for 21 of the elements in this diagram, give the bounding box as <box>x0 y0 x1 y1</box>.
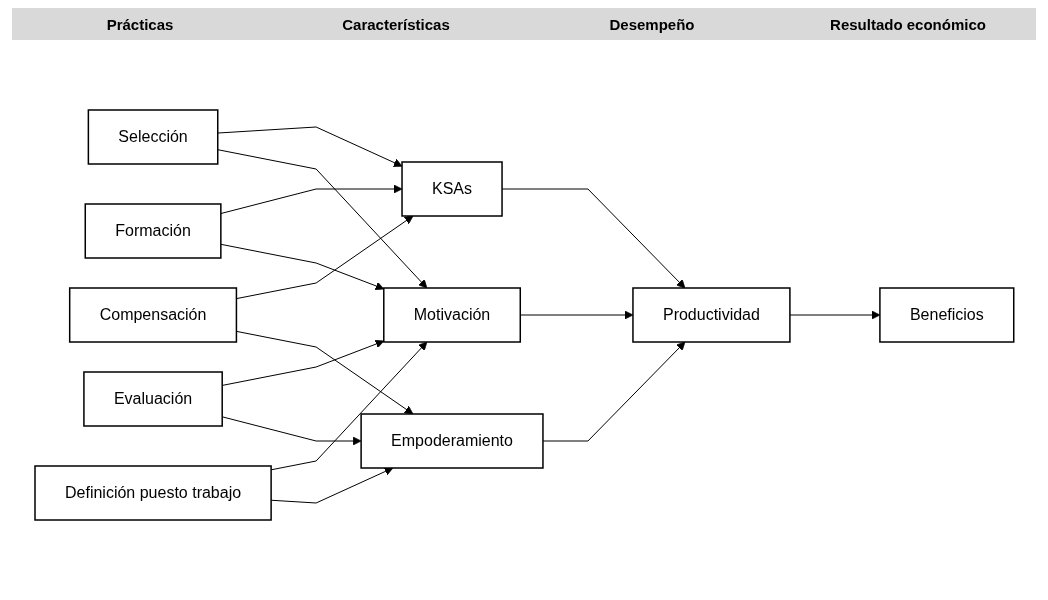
node-box: Formación <box>84 203 222 259</box>
node-box: Definición puesto trabajo <box>33 465 272 521</box>
arrow <box>542 341 685 442</box>
arrow <box>270 341 427 471</box>
node-box: KSAs <box>400 161 503 217</box>
arrow <box>270 467 393 504</box>
column-header: Resultado económico <box>829 15 987 33</box>
column-header: Desempeño <box>608 15 696 33</box>
column-header: Prácticas <box>105 15 175 33</box>
node-box: Evaluación <box>82 371 223 427</box>
node-box: Beneficios <box>878 287 1015 343</box>
arrow <box>519 310 633 320</box>
node-box: Productividad <box>631 287 791 343</box>
column-header: Características <box>341 15 451 33</box>
arrow <box>221 339 384 386</box>
node-box: Empoderamiento <box>360 413 544 469</box>
node-box: Motivación <box>382 287 521 343</box>
node-box: Compensación <box>68 287 237 343</box>
arrow <box>501 188 685 289</box>
arrow <box>789 310 880 320</box>
node-box: Selección <box>87 109 219 165</box>
